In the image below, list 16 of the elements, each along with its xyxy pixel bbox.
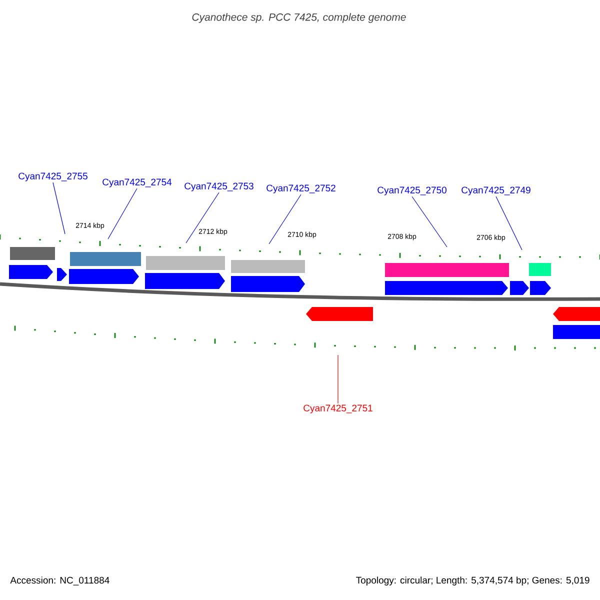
gene-label: Cyan7425_2755 [18, 172, 88, 182]
gene-label: Cyan7425_2753 [184, 182, 254, 192]
genome-info-text: Topology: circular; Length: 5,374,574 bp; Genes: 5,019 [356, 576, 590, 586]
gene-label: Cyan7425_2749 [462, 186, 530, 196]
gene-label: Cyan7425_2752 [266, 184, 336, 194]
leader-line [186, 192, 220, 244]
leader-line [108, 188, 138, 240]
leader-line [412, 196, 448, 248]
gene-label: Cyan7425_2750 [378, 186, 446, 196]
gene-label: Cyan7425_2751 [304, 404, 372, 414]
leader-line [496, 196, 522, 250]
title: Cyanothece sp. PCC 7425, complete genome [192, 13, 406, 23]
accession-text: Accession: NC_011884 [10, 576, 110, 586]
leader-line [52, 182, 66, 234]
gene-label: Cyan7425_2754 [102, 178, 172, 188]
leader-line [268, 194, 302, 244]
